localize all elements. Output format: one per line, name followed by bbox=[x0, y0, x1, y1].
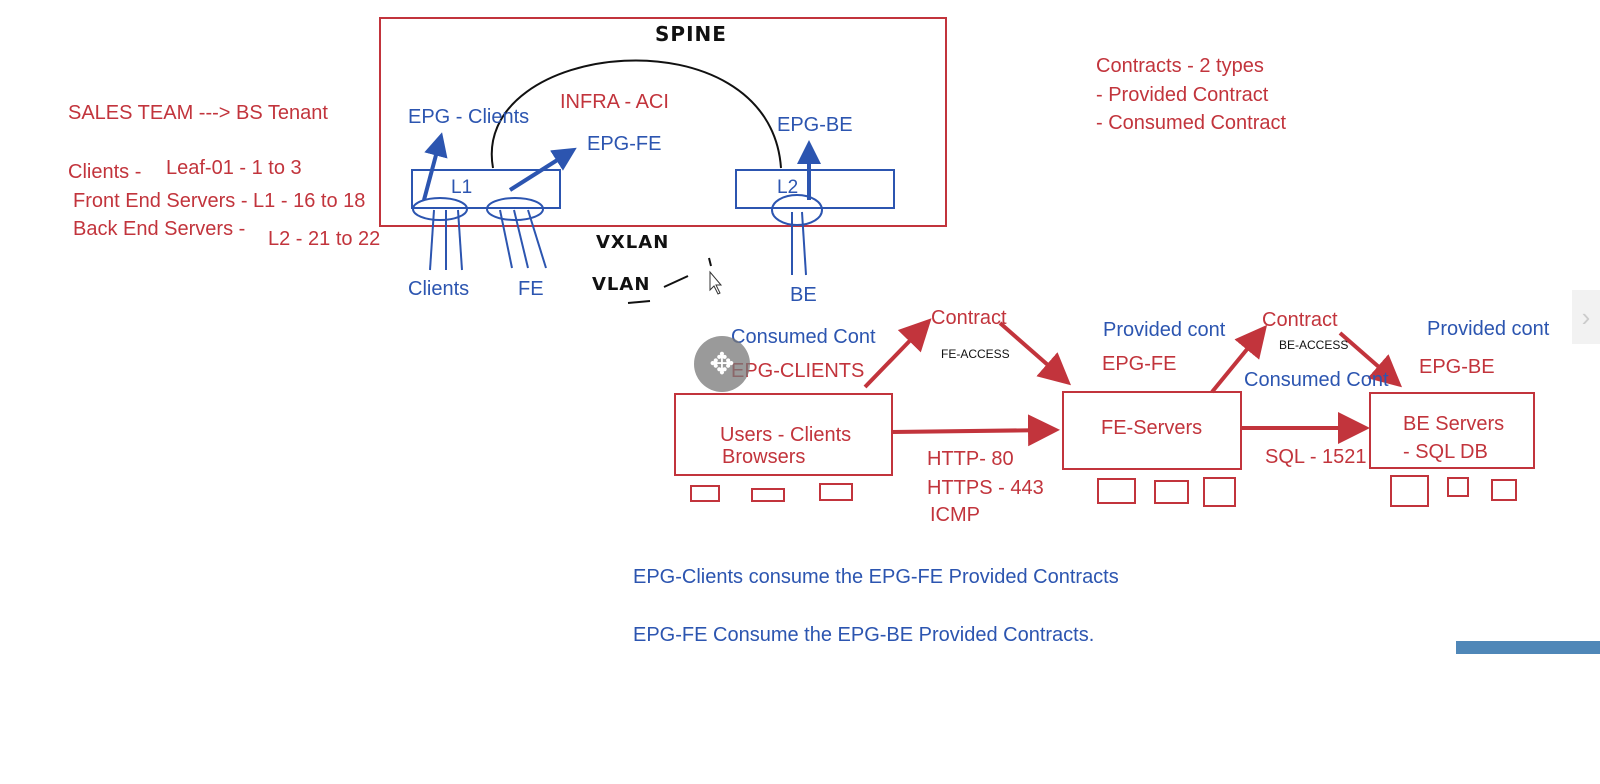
port-clients-ellipse bbox=[412, 197, 468, 221]
protocol-sql: SQL - 1521 bbox=[1265, 446, 1367, 468]
epg-fe-label: EPG-FE bbox=[587, 133, 662, 155]
be-servers-line2: - SQL DB bbox=[1403, 441, 1488, 463]
users-to-fe-arrow bbox=[891, 414, 1060, 447]
contracts-provided: - Provided Contract bbox=[1096, 84, 1269, 106]
epg-fe-arrow bbox=[508, 147, 577, 192]
provide-contract1-arrow bbox=[998, 321, 1072, 386]
note-clients-range: Leaf-01 - 1 to 3 bbox=[166, 157, 302, 179]
summary-line2: EPG-FE Consume the EPG-BE Provided Contr… bbox=[633, 624, 1095, 646]
cables bbox=[429, 209, 807, 276]
consumed-cont-2: Consumed Cont bbox=[1244, 369, 1389, 391]
port-be-label: BE bbox=[790, 284, 817, 306]
protocol-https: HTTPS - 443 bbox=[927, 477, 1044, 499]
note-fe-servers: Front End Servers - L1 - 16 to 18 bbox=[73, 190, 366, 212]
port-fe-label: FE bbox=[518, 278, 544, 300]
protocol-icmp: ICMP bbox=[930, 504, 980, 526]
port-clients-label: Clients bbox=[408, 278, 470, 300]
provided-cont-2: Provided cont bbox=[1427, 318, 1550, 340]
contracts-title: Contracts - 2 types bbox=[1096, 55, 1264, 77]
fabric-box bbox=[379, 17, 947, 227]
provide-contract2-arrow bbox=[1338, 331, 1403, 388]
spine-label: SPINE bbox=[655, 22, 727, 46]
consumed-cont-1: Consumed Cont bbox=[731, 326, 876, 348]
epg-clients-arrow bbox=[422, 132, 448, 201]
users-box-line1: Users - Clients bbox=[720, 424, 852, 446]
leaf1-box bbox=[411, 169, 561, 209]
leaf1-label: L1 bbox=[451, 177, 473, 198]
next-chevron-icon[interactable]: › bbox=[1572, 290, 1600, 344]
mouse-cursor-icon bbox=[709, 270, 723, 295]
infra-label: INFRA - ACI bbox=[560, 91, 669, 113]
be-servers-line1: BE Servers bbox=[1403, 413, 1505, 435]
consume-contract2-arrow bbox=[1210, 324, 1268, 394]
move-handle-icon[interactable]: ✥ bbox=[694, 336, 750, 392]
fe-servers-label: FE-Servers bbox=[1101, 417, 1203, 439]
epg-be-flow-label: EPG-BE bbox=[1419, 356, 1495, 378]
note-be-servers-range: L2 - 21 to 22 bbox=[268, 228, 381, 250]
users-box bbox=[674, 393, 893, 476]
note-clients-label: Clients - bbox=[68, 161, 142, 183]
summary-line1: EPG-Clients consume the EPG-FE Provided … bbox=[633, 566, 1119, 588]
provided-cont-1: Provided cont bbox=[1103, 319, 1226, 341]
note-tenant: SALES TEAM ---> BS Tenant bbox=[68, 102, 328, 124]
be-servers-box bbox=[1369, 392, 1535, 469]
contracts-consumed: - Consumed Contract bbox=[1096, 112, 1287, 134]
epg-be-label: EPG-BE bbox=[777, 114, 853, 136]
contract1-label: Contract bbox=[931, 307, 1007, 329]
consume-contract1-arrow bbox=[863, 318, 932, 389]
protocol-http: HTTP- 80 bbox=[927, 448, 1014, 470]
vlan-label: VLAN bbox=[592, 274, 651, 295]
port-fe-ellipse bbox=[486, 197, 544, 221]
vxlan-label: VXLAN bbox=[596, 232, 670, 253]
progress-bar bbox=[1456, 641, 1600, 654]
small-boxes bbox=[690, 475, 1517, 507]
epg-fe-flow-label: EPG-FE bbox=[1102, 353, 1177, 375]
epg-clients-label: EPG - Clients bbox=[408, 106, 530, 128]
contract1-name: FE-ACCESS bbox=[941, 347, 1010, 361]
leaf2-label: L2 bbox=[777, 177, 799, 198]
users-box-line2: Browsers bbox=[722, 446, 806, 468]
leaf2-box bbox=[735, 169, 895, 209]
contract2-label: Contract bbox=[1262, 309, 1338, 331]
port-be-ellipse bbox=[771, 194, 823, 226]
fe-servers-box bbox=[1062, 391, 1242, 470]
contract2-name: BE-ACCESS bbox=[1279, 338, 1349, 352]
note-be-servers-label: Back End Servers - bbox=[73, 218, 246, 240]
spine-arc bbox=[490, 59, 782, 169]
epg-clients-flow-label: EPG-CLIENTS bbox=[731, 360, 865, 382]
